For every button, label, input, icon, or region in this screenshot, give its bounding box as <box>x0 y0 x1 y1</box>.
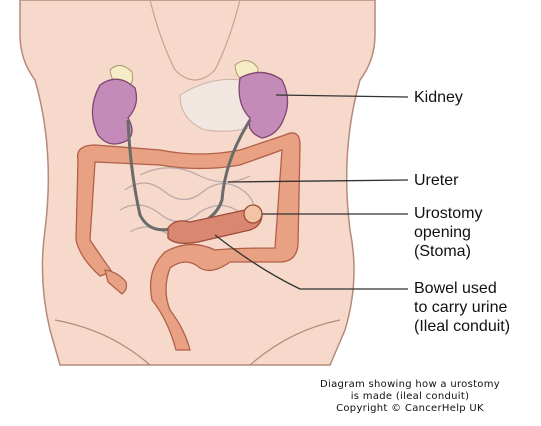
bowel-label: Bowel used to carry urine (Ileal conduit… <box>414 279 510 336</box>
bowel-label-line-1: Bowel used <box>414 279 510 298</box>
caption-line-1: Diagram showing how a urostomy <box>280 379 540 391</box>
bowel-label-line-2: to carry urine <box>414 298 510 317</box>
diagram-caption: Diagram showing how a urostomy is made (… <box>280 379 540 415</box>
kidney-label: Kidney <box>414 88 463 107</box>
stoma-opening <box>244 205 262 223</box>
stoma-label: Urostomy opening (Stoma) <box>414 204 482 261</box>
caption-line-2: is made (ileal conduit) <box>280 391 540 403</box>
stoma-label-line-2: opening <box>414 223 482 242</box>
bowel-label-line-3: (Ileal conduit) <box>414 317 510 336</box>
caption-line-3: Copyright © CancerHelp UK <box>280 403 540 415</box>
stoma-label-line-1: Urostomy <box>414 204 482 223</box>
torso-outline <box>20 0 375 365</box>
ureter-label: Ureter <box>414 171 458 190</box>
stoma-label-line-3: (Stoma) <box>414 242 482 261</box>
